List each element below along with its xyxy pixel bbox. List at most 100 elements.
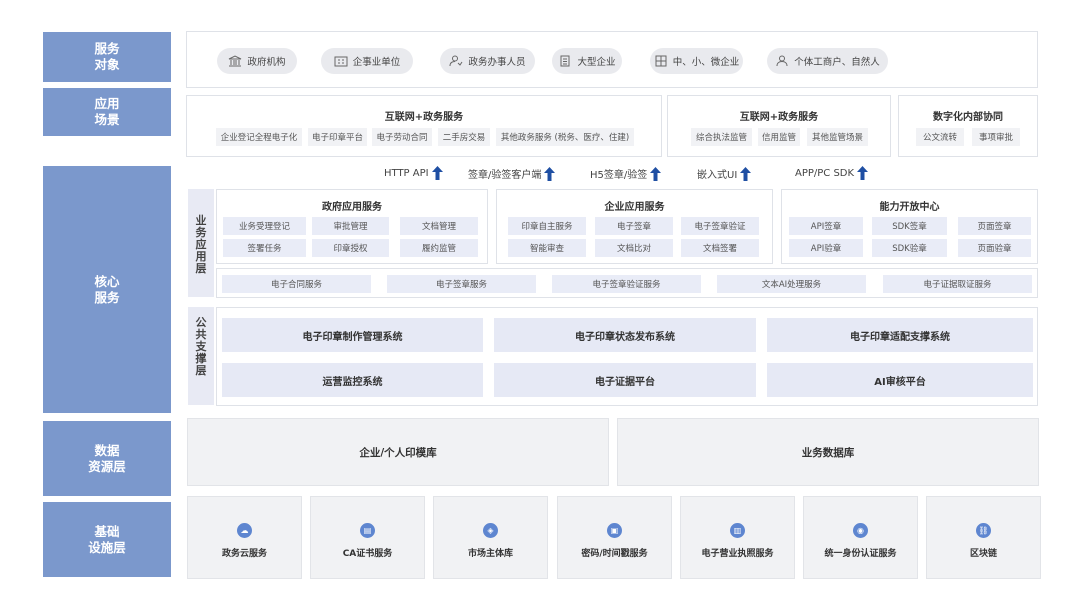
cloud-icon: ☁ [237, 523, 252, 538]
support-system-box: 电子印章适配支撑系统 [767, 318, 1033, 352]
lock-icon: ▣ [607, 523, 622, 538]
license-icon: ▥ [730, 523, 745, 538]
infra-label: 统一身份认证服务 [824, 549, 897, 559]
scenario-panel-internal: 数字化内部协同 公文流转 事项审批 [898, 95, 1038, 157]
layer-label-scenarios: 应用 场景 [43, 88, 171, 136]
layer-label-data: 数据 资源层 [43, 421, 171, 496]
infra-card: ◉ 统一身份认证服务 [803, 496, 918, 579]
identity-icon: ◉ [853, 523, 868, 538]
certificate-icon: ▤ [360, 523, 375, 538]
infra-label: CA证书服务 [342, 549, 393, 559]
service-chip: 电子合同服务 [222, 275, 371, 293]
service-chip: 电子签章验证 [681, 217, 759, 235]
scenario-title: 互联网+政务服务 [739, 112, 819, 123]
service-object-label: 中、小、微企业 [672, 57, 740, 68]
service-object-label: 企事业单位 [352, 57, 401, 68]
infra-label: 市场主体库 [467, 549, 513, 559]
service-chip: 电子签章验证服务 [552, 275, 701, 293]
infra-card: ⛓ 区块链 [926, 496, 1041, 579]
api-item: 嵌入式UI [697, 166, 752, 181]
support-layer-label: 公共支撑层 [188, 307, 214, 405]
infra-label: 电子营业执照服务 [701, 549, 774, 559]
support-system-box: 电子印章制作管理系统 [222, 318, 483, 352]
infra-card: ▤ CA证书服务 [310, 496, 425, 579]
api-label: H5签章/验签 [590, 170, 648, 181]
service-object-pill: 企事业单位 [321, 48, 413, 74]
service-chip: SDK验章 [872, 239, 947, 257]
api-item: H5签章/验签 [590, 166, 662, 181]
service-chip: 印章授权 [312, 239, 389, 257]
up-arrow-icon [544, 166, 556, 181]
service-chip: 履约监管 [400, 239, 478, 257]
scenario-panel-supervision: 互联网+政务服务 综合执法监管 信用监管 其他监管场景 [667, 95, 891, 157]
infra-card: ▥ 电子营业执照服务 [680, 496, 795, 579]
infra-card: ▣ 密码/时间戳服务 [557, 496, 672, 579]
support-system-box: AI审核平台 [767, 363, 1033, 397]
service-chip: 文本AI处理服务 [717, 275, 866, 293]
service-object-pill: 政府机构 [217, 48, 297, 74]
api-item: HTTP API [384, 166, 443, 180]
service-object-pill: 中、小、微企业 [650, 48, 743, 74]
data-store-business-db: 业务数据库 [617, 418, 1039, 486]
scenario-tag: 电子劳动合同 [372, 128, 432, 146]
business-layer-label: 业务应用层 [188, 189, 214, 297]
service-title: 政府应用服务 [322, 202, 382, 213]
service-chip: 电子签章服务 [387, 275, 536, 293]
scenario-tag: 事项审批 [972, 128, 1020, 146]
support-system-box: 电子印章状态发布系统 [494, 318, 756, 352]
service-chip: 签署任务 [223, 239, 306, 257]
scenario-title: 互联网+政务服务 [384, 112, 464, 123]
support-system-box: 运营监控系统 [222, 363, 483, 397]
service-panel-open-center: 能力开放中心 API签章 SDK签章 页面签章 API验章 SDK验章 页面验章 [781, 189, 1038, 264]
api-item: 签章/验签客户端 [468, 166, 556, 181]
api-label: 嵌入式UI [697, 170, 738, 181]
service-title: 企业应用服务 [604, 202, 665, 213]
small-business-icon [654, 55, 668, 67]
service-chip: 页面签章 [958, 217, 1031, 235]
scenario-tag: 企业登记全程电子化 [216, 128, 302, 146]
scenario-tag: 电子印章平台 [308, 128, 367, 146]
scenario-tag: 综合执法监管 [691, 128, 752, 146]
service-title: 能力开放中心 [879, 202, 940, 213]
service-object-pill: 个体工商户、自然人 [767, 48, 888, 74]
layer-label-core: 核心 服务 [43, 166, 171, 413]
api-item: APP/PC SDK [795, 166, 869, 180]
api-label: 签章/验签客户端 [468, 170, 542, 181]
layer-label-infra: 基础 设施层 [43, 502, 171, 577]
scenario-panel-gov: 互联网+政务服务 企业登记全程电子化 电子印章平台 电子劳动合同 二手房交易 其… [186, 95, 662, 157]
api-label: HTTP API [384, 167, 429, 179]
up-arrow-icon [431, 166, 443, 180]
scenario-title: 数字化内部协同 [933, 112, 1003, 123]
scenario-tag: 其他监管场景 [807, 128, 868, 146]
service-object-label: 个体工商户、自然人 [794, 57, 880, 68]
service-chip: 电子签章 [595, 217, 673, 235]
service-chip: 文档签署 [681, 239, 759, 257]
service-object-label: 政府机构 [247, 57, 286, 68]
service-chip: 文档管理 [400, 217, 478, 235]
business-bottom-row: 电子合同服务 电子签章服务 电子签章验证服务 文本AI处理服务 电子证据取证服务 [216, 268, 1038, 298]
blockchain-icon: ⛓ [976, 523, 991, 538]
service-chip: 文档比对 [595, 239, 673, 257]
infra-card: ◈ 市场主体库 [433, 496, 548, 579]
office-building-icon [334, 55, 348, 67]
service-panel-gov: 政府应用服务 业务受理登记 审批管理 文档管理 签署任务 印章授权 履约监管 [216, 189, 488, 264]
service-chip: API验章 [789, 239, 863, 257]
infra-label: 区块链 [969, 549, 997, 559]
scenario-tag: 信用监管 [758, 128, 800, 146]
service-objects-panel: 政府机构 企事业单位 政务办事人员 大型企业 中、小、微企业 个体工商户、自然人 [186, 31, 1038, 88]
support-system-box: 电子证据平台 [494, 363, 756, 397]
service-chip: 印章自主服务 [508, 217, 586, 235]
scenario-tag: 其他政务服务 (税务、医疗、住建) [496, 128, 634, 146]
service-chip: 业务受理登记 [223, 217, 306, 235]
up-arrow-icon [857, 166, 869, 180]
service-chip: API签章 [789, 217, 863, 235]
cube-icon: ◈ [483, 523, 498, 538]
service-object-pill: 政务办事人员 [440, 48, 535, 74]
data-store-seal-library: 企业/个人印模库 [187, 418, 609, 486]
infra-card: ☁ 政务云服务 [187, 496, 302, 579]
service-chip: 智能审查 [508, 239, 586, 257]
infra-label: 密码/时间戳服务 [581, 549, 648, 559]
service-object-label: 政务办事人员 [468, 57, 526, 68]
service-panel-enterprise: 企业应用服务 印章自主服务 电子签章 电子签章验证 智能审查 文档比对 文档签署 [496, 189, 773, 264]
service-chip: 页面验章 [958, 239, 1031, 257]
